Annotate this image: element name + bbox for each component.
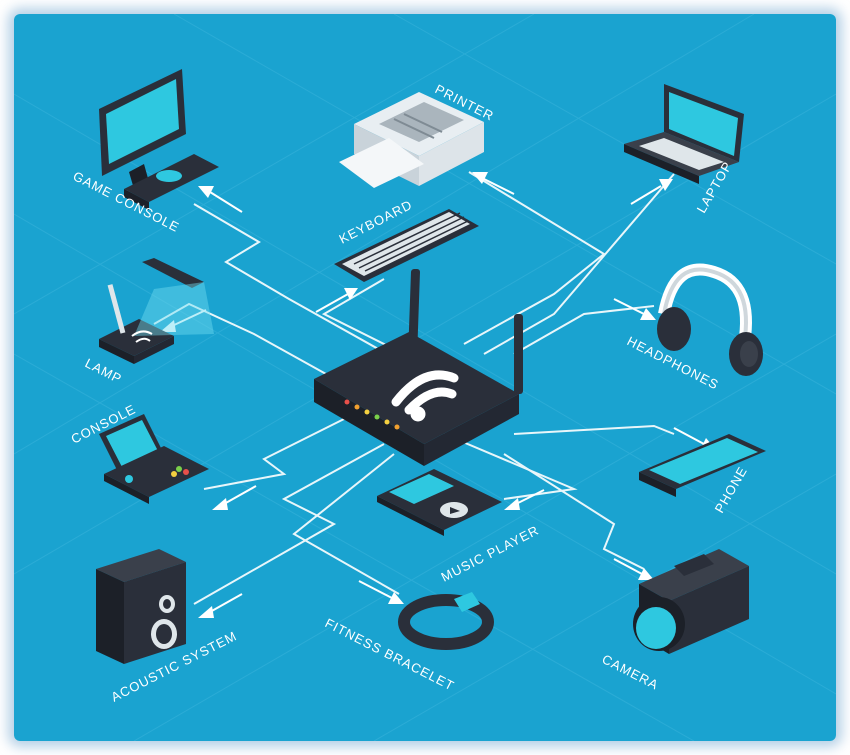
connection-lines: [153, 171, 675, 605]
fitness-bracelet-device: [398, 592, 494, 650]
network-diagram: PRINTER GAME CONSOLE KEYBOARD LAPTOP LAM…: [14, 14, 836, 741]
diagram-frame: PRINTER GAME CONSOLE KEYBOARD LAPTOP LAM…: [14, 14, 836, 741]
arrow-headphones: [613, 298, 656, 320]
status-leds: [344, 399, 400, 430]
arrow-lamp: [160, 309, 207, 332]
acoustic-system-device: [96, 549, 186, 664]
arrow-laptop: [630, 179, 673, 205]
wireless-icon: [131, 330, 153, 343]
arrow-music-player: [504, 489, 545, 510]
arrow-acoustic: [198, 593, 243, 618]
camera-device: [633, 549, 749, 654]
gamepad-icon: [156, 170, 182, 182]
arrow-fitness: [358, 580, 404, 604]
arrow-printer: [472, 172, 515, 195]
arrow-keyboard: [315, 288, 358, 313]
console-device: [99, 414, 209, 504]
music-player-device: [377, 469, 502, 536]
laptop-device: [624, 84, 744, 184]
wifi-icon: [391, 370, 459, 422]
router: [314, 269, 523, 466]
lamp-device: [99, 258, 214, 364]
printer-device: [339, 92, 484, 188]
arrow-game-console: [198, 186, 243, 213]
arrow-console: [212, 485, 257, 510]
phone-device: [639, 434, 766, 497]
game-console-device: [99, 69, 219, 210]
keyboard-device: [334, 209, 479, 282]
headphones-device: [657, 263, 763, 376]
arrow-camera: [613, 558, 654, 580]
